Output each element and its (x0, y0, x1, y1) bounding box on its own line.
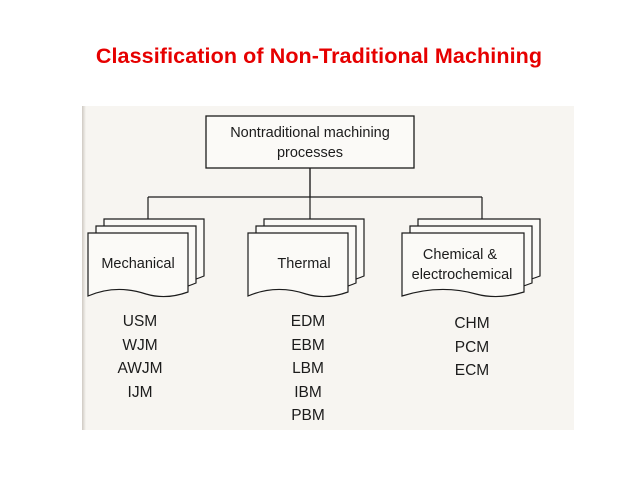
category-label-chemical-line2: electrochemical (412, 267, 513, 283)
category-node-chemical (401, 218, 541, 298)
category-label-thermal: Thermal (277, 256, 330, 272)
stack-sheet-front (247, 232, 349, 298)
category-label-mechanical: Mechanical (101, 256, 174, 272)
scan-edge-shadow (82, 106, 86, 430)
connectors (147, 168, 488, 228)
process-code: PBM (291, 407, 325, 424)
process-code: ECM (454, 362, 490, 379)
process-code: IBM (294, 383, 322, 401)
process-list-chemical: CHM PCM ECM (440, 312, 504, 383)
process-list-thermal: EDM EBM LBM IBM PBM (276, 310, 340, 428)
process-code: CHM (454, 315, 490, 332)
root-node: Nontraditional machining processes (205, 115, 415, 169)
process-code: EBM (291, 336, 325, 354)
process-code: IJM (127, 383, 153, 401)
process-code: WJM (122, 336, 158, 354)
category-node-mechanical (87, 218, 205, 298)
root-node-label-line1: Nontraditional machining (230, 125, 390, 141)
process-code: USM (122, 313, 158, 330)
category-node-thermal (247, 218, 365, 298)
stack-sheet-front (87, 232, 189, 298)
process-code: AWJM (117, 360, 163, 377)
process-code: LBM (292, 360, 324, 377)
process-list-mechanical: USM WJM AWJM IJM (108, 310, 172, 404)
process-code: EDM (290, 313, 326, 330)
stack-sheet-front (401, 232, 525, 298)
root-node-label-line2: processes (277, 145, 343, 161)
page-title: Classification of Non-Traditional Machin… (95, 44, 543, 68)
process-code: PCM (454, 338, 490, 356)
category-label-chemical-line1: Chemical & (423, 247, 497, 263)
